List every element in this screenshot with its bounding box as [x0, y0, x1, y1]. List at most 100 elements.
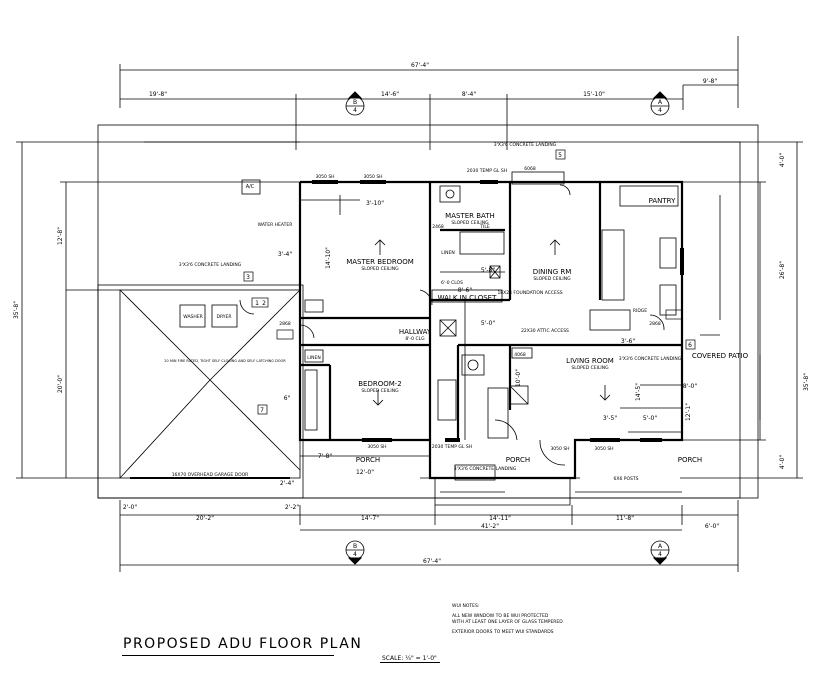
room-hallway: HALLWAY: [399, 328, 432, 336]
room-water-heater: WATER HEATER: [258, 222, 293, 228]
section-marker-br-num: A: [658, 543, 663, 550]
notes-heading: WUI NOTES:: [452, 604, 480, 609]
dim-top-seg2: 14'-6": [381, 91, 399, 98]
garage-outline: [119, 289, 301, 479]
note-door-4068: 4068: [514, 352, 526, 358]
note-ridge: RIDGE: [633, 308, 647, 314]
section-marker-bl-num: B: [353, 543, 357, 550]
dim-bottom-6: 6'-0": [705, 523, 719, 530]
notes-line1: ALL NEW WINDOW TO BE WUI PROTECTED: [452, 614, 549, 619]
dim-3-5: 3'-5": [603, 415, 617, 422]
drawing-scale: SCALE: ¼" = 1'-0": [382, 655, 437, 662]
room-walk-in-closet: WALK IN CLOSET: [438, 294, 497, 302]
note-foundation: 18X24 FOUNDATION ACCESS: [497, 290, 562, 296]
dim-5-8: 5'-8": [481, 267, 495, 274]
room-porch-right: PORCH: [678, 456, 702, 464]
dim-left-12: 12'-8": [57, 227, 64, 245]
kitchen-counter: [601, 229, 625, 301]
wui-notes: WUI NOTES: ALL NEW WINDOW TO BE WUI PROT…: [452, 604, 602, 636]
room-hallway-sub: 8'-0 CLG: [405, 336, 425, 342]
dim-8-0: 8'-0": [683, 383, 697, 390]
tag-1: 1: [255, 300, 259, 307]
note-win-3050e: 3050 SH: [594, 446, 613, 452]
tag-2: 2: [262, 300, 266, 307]
room-tile: TILE: [479, 224, 490, 230]
dim-2-4: 2'-4": [280, 480, 294, 487]
dim-right-overall: 35'-8": [803, 373, 810, 391]
dim-bottom-seg2: 14'-7": [361, 515, 379, 522]
room-living-sub: SLOPED CEILING: [571, 365, 609, 371]
note-landing4: 3'X3'6 CONCRETE LANDING: [454, 466, 517, 472]
dim-right-4b: 4'-0": [779, 455, 786, 469]
note-attic: 22X30 ATTIC ACCESS: [521, 328, 569, 334]
walk-in-closet: [431, 289, 503, 303]
notes-line2: WITH AT LEAST ONE LAYER OF GLASS TEMPERE…: [452, 620, 563, 625]
title-underline: [122, 655, 334, 656]
section-marker-tl-sheet: 4: [353, 107, 357, 114]
room-dryer: DRYER: [216, 314, 231, 320]
dim-14-10: 14'-10": [325, 247, 332, 269]
note-win-3050c: 3050 SH: [367, 444, 386, 450]
room-pantry: PANTRY: [649, 197, 676, 205]
dim-3-4: 3'-4": [278, 251, 292, 258]
note-landing1: 3'X3'6 CONCRETE LANDING: [179, 262, 242, 268]
note-win-6068: 6068: [524, 166, 536, 172]
tag-6: 6: [688, 342, 692, 349]
dim-left-20: 20'-0": [57, 375, 64, 393]
scale-underline: [380, 662, 440, 663]
dim-12-1: 12'-1": [685, 403, 692, 421]
dim-bottom-seg4: 11'-8": [616, 515, 634, 522]
room-porch-left: PORCH: [356, 456, 380, 464]
room-washer: WASHER: [183, 314, 203, 320]
section-marker-br-sheet: 4: [658, 551, 662, 558]
note-win-2030b: 2030 TEMP GL SH: [432, 444, 472, 450]
tub: [459, 231, 505, 255]
section-marker-tr-num: A: [658, 99, 663, 106]
room-covered-patio: COVERED PATIO: [692, 352, 749, 360]
dim-5-0: 5'-0": [481, 320, 495, 327]
room-linen: LINEN: [441, 250, 454, 256]
drawing-title: PROPOSED ADU FLOOR PLAN: [123, 636, 363, 652]
note-landing2: 3'X3'6 CONCRETE LANDING: [494, 142, 557, 148]
note-win-3050b: 3050 SH: [363, 174, 382, 180]
stair-landing: [454, 464, 496, 481]
room-bedroom2: BEDROOM-2: [358, 380, 402, 388]
dim-bottom-overall: 67'-4": [423, 558, 441, 565]
dim-bottom-seg1: 20'-2": [196, 515, 214, 522]
section-marker-bl-sheet: 4: [353, 551, 357, 558]
room-dining-sub: SLOPED CEILING: [533, 276, 571, 282]
dim-5-0b: 5'-0": [643, 415, 657, 422]
room-living: LIVING ROOM: [566, 357, 614, 365]
note-fire-door: 20 MIN FIRE RATED, TIGHT SELF CLOSING AN…: [164, 359, 286, 363]
room-linen2: LINEN: [307, 355, 320, 361]
section-marker-tl-num: B: [353, 99, 357, 106]
room-master-bath: MASTER BATH: [445, 212, 495, 220]
section-marker-tr-sheet: 4: [658, 107, 662, 114]
dim-right-26: 26'-8": [779, 261, 786, 279]
dim-right-4a: 4'-0": [779, 153, 786, 167]
note-win-3050a: 3050 SH: [315, 174, 334, 180]
dim-8-6: 8'-6": [458, 287, 472, 294]
dim-12-0: 12'-0": [356, 469, 374, 476]
note-door-2868b: 2868: [649, 321, 661, 327]
notes-line3: EXTERIOR DOORS TO MEET WUI STANDARDS: [452, 630, 554, 635]
note-posts: 6X6 POSTS: [614, 476, 639, 482]
dim-top-seg1: 19'-8": [149, 91, 167, 98]
note-garage-door: 16X70 OVERHEAD GARAGE DOOR: [172, 472, 249, 478]
dim-7-8: 7'-8": [318, 453, 332, 460]
dim-bottom-41: 41'-2": [481, 523, 499, 530]
dim-3-10: 3'-10": [366, 200, 384, 207]
note-door-2868: 2868: [279, 321, 291, 327]
dim-top-overall: 67'-4": [411, 62, 429, 69]
room-master-bedroom: MASTER BEDROOM: [346, 258, 414, 266]
dim-top-seg3: 8'-4": [462, 91, 476, 98]
note-win-2030: 2030 TEMP GL SH: [467, 168, 507, 174]
note-landing3: 3'X3'6 CONCRETE LANDING: [619, 356, 682, 362]
dim-10-0: 10'-0": [515, 369, 522, 387]
room-porch-mid: PORCH: [506, 456, 530, 464]
dim-bottom-2-2: 2'-2": [285, 504, 299, 511]
room-clos: 6'-0 CLOS: [441, 280, 463, 286]
dim-14-5: 14'-5": [635, 383, 642, 401]
tag-3: 3: [246, 274, 250, 281]
